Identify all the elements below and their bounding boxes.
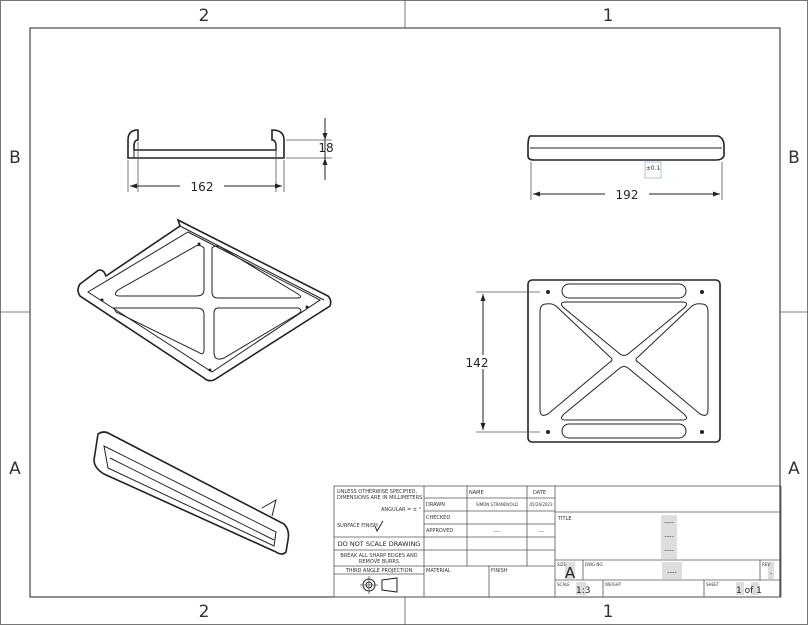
approved-date: --- — [538, 529, 544, 535]
scale-value: 1:3 — [576, 586, 590, 596]
finish-label: FINISH — [491, 568, 508, 574]
top-view — [476, 279, 721, 443]
note-line-2: DIMENSIONS ARE IN MILLIMETERS — [337, 495, 422, 501]
dimension-192: 192 — [616, 188, 639, 202]
break-edges-line-1: BREAK ALL SHARP EDGES AND — [340, 553, 417, 559]
do-not-scale-label: DO NOT SCALE DRAWING — [338, 540, 421, 548]
dwg-no-value: ---- — [667, 568, 677, 576]
weight-label: WEIGHT — [605, 582, 622, 587]
tolerance-label: ±0.1 — [646, 165, 661, 172]
title-block — [333, 485, 782, 598]
note-angular: ANGULAR = ± ° — [381, 507, 422, 513]
scale-label: SCALE — [557, 582, 570, 587]
projection-label: THIRD ANGLE PROJECTION — [345, 568, 413, 574]
break-edges-line-2: REMOVE BURRS — [359, 559, 399, 565]
size-value: A — [565, 564, 576, 582]
zone-label-left-b: B — [9, 148, 21, 168]
drawn-label: DRAWN — [426, 502, 445, 508]
title-label: TITLE — [557, 516, 572, 522]
dimension-18: 18 — [318, 141, 333, 155]
zone-label-top-1: 1 — [603, 6, 614, 26]
zone-label-bottom-2: 2 — [199, 602, 210, 622]
dwg-no-label: DWG NO. — [585, 562, 604, 567]
note-line-1: UNLESS OTHERWISE SPECIFIED, — [337, 489, 417, 495]
checked-label: CHECKED — [426, 515, 450, 521]
surface-finish-symbol — [374, 520, 384, 533]
title-value-1: ---- — [664, 518, 674, 526]
drawn-date: 05/26/2023 — [529, 502, 553, 507]
zone-label-right-b: B — [788, 148, 800, 168]
zone-label-top-2: 2 — [199, 6, 210, 26]
front-view — [127, 118, 332, 192]
zone-label-bottom-1: 1 — [603, 602, 614, 622]
name-header: NAME — [469, 490, 484, 496]
material-label: MATERIAL — [426, 568, 451, 574]
dimension-142: 142 — [466, 356, 489, 370]
date-header: DATE — [533, 490, 546, 496]
zone-label-right-a: A — [788, 459, 800, 479]
surface-finish-label: SURFACE FINISH — [337, 523, 378, 529]
title-value-2: ---- — [664, 532, 674, 540]
approved-label: APPROVED — [426, 528, 453, 534]
sheet-value: 1 of 1 — [736, 586, 762, 596]
approved-name: --- — [494, 529, 500, 535]
rev-value: - — [770, 569, 773, 577]
drawn-name: SIMON STRANDVOLD — [476, 502, 518, 507]
side-view — [527, 135, 725, 200]
sheet-label: SHEET — [706, 582, 720, 587]
rev-label: REV — [762, 562, 770, 567]
size-label: SIZE — [557, 562, 566, 567]
angled-view — [93, 431, 290, 555]
dimension-162: 162 — [191, 180, 214, 194]
title-value-3: ---- — [664, 546, 674, 554]
title-block-text: UNLESS OTHERWISE SPECIFIED, DIMENSIONS A… — [337, 489, 773, 596]
isometric-view — [77, 218, 332, 382]
zone-label-left-a: A — [9, 459, 21, 479]
third-angle-projection-icon — [360, 576, 398, 594]
